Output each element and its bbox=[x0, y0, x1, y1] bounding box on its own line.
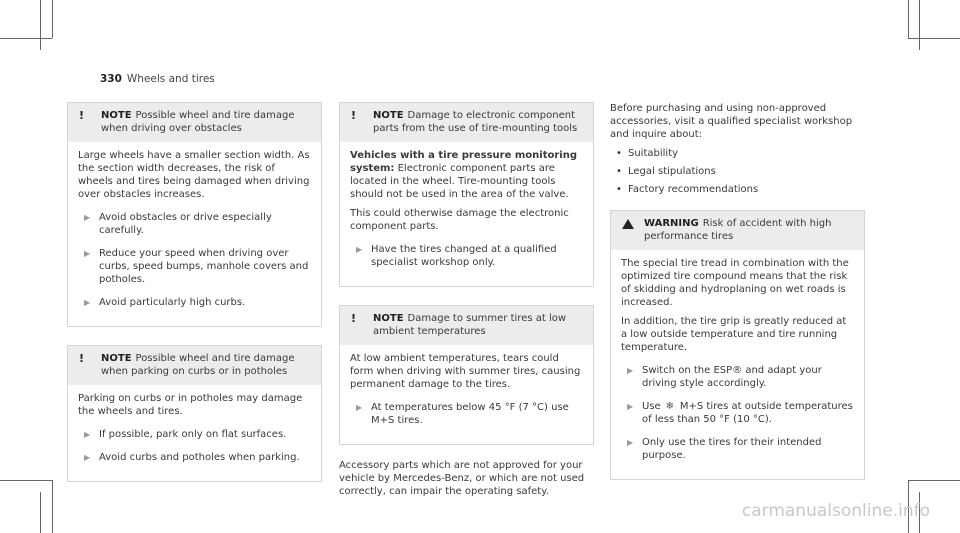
note-text-part: Electronic component parts are located i… bbox=[350, 163, 569, 200]
crop-mark bbox=[919, 0, 920, 50]
warning-text: In addition, the tire grip is greatly re… bbox=[621, 316, 847, 353]
snowflake-mountain-icon: ❄ bbox=[665, 401, 675, 412]
crop-mark bbox=[0, 38, 52, 39]
warning-icon bbox=[622, 218, 640, 231]
note-text: Parking on curbs or in potholes may dama… bbox=[78, 393, 303, 417]
watermark: carmanualsonline.info bbox=[741, 501, 930, 521]
note-text: Large wheels have a smaller section widt… bbox=[78, 150, 310, 200]
crop-mark bbox=[52, 0, 53, 38]
note-tag: NOTE bbox=[101, 353, 132, 364]
note-body: At low ambient temperatures, tears could… bbox=[340, 345, 593, 444]
note-body: Vehicles with a tire pressure monitoring… bbox=[340, 142, 593, 286]
notice-icon: ! bbox=[79, 352, 85, 365]
note-body: Large wheels have a smaller section widt… bbox=[68, 142, 321, 326]
note-text: At low ambient temperatures, tears could… bbox=[350, 353, 581, 390]
step-item: Avoid particularly high curbs. bbox=[80, 296, 311, 309]
warning-tag: WARNING bbox=[644, 218, 699, 229]
step-item: At temperatures below 45 °F (7 °C) use M… bbox=[352, 401, 583, 427]
notice-icon: ! bbox=[79, 109, 85, 122]
crop-mark bbox=[40, 492, 41, 533]
note-body: Parking on curbs or in potholes may dama… bbox=[68, 385, 321, 481]
warning-body: The special tire tread in combination wi… bbox=[611, 250, 864, 479]
list-item: Factory recommendations bbox=[610, 183, 865, 196]
bullet-list: Suitability Legal stipulations Factory r… bbox=[610, 147, 865, 196]
note-bold-title: Vehicles with a tire pressure monitoring… bbox=[350, 150, 577, 174]
step-prefix: Use bbox=[642, 401, 661, 412]
list-item: Legal stipulations bbox=[610, 165, 865, 178]
note-text: This could otherwise damage the electron… bbox=[350, 208, 569, 232]
notice-icon: ! bbox=[351, 109, 357, 122]
warning-text: The special tire tread in combination wi… bbox=[621, 258, 849, 308]
crop-mark bbox=[52, 480, 53, 533]
crop-mark bbox=[908, 480, 909, 533]
crop-mark bbox=[40, 0, 41, 50]
step-item: Only use the tires for their intended pu… bbox=[623, 436, 854, 462]
page-header: 330 Wheels and tires bbox=[100, 73, 215, 85]
crop-mark bbox=[908, 0, 909, 38]
crop-mark bbox=[908, 480, 960, 481]
step-item: Switch on the ESP® and adapt your drivin… bbox=[623, 364, 854, 390]
note-tag: NOTE bbox=[373, 110, 404, 121]
note-text: Vehicles with a tire pressure monitoring… bbox=[350, 149, 583, 201]
step-item: Use ❄M+S tires at outside temperatures o… bbox=[623, 400, 854, 426]
step-item: Avoid curbs and potholes when parking. bbox=[80, 451, 311, 464]
crop-mark bbox=[0, 480, 52, 481]
column-3: Before purchasing and using non-approved… bbox=[610, 102, 865, 480]
note-tag: NOTE bbox=[373, 313, 404, 324]
step-rest: M+S tires at outside temperatures of les… bbox=[642, 401, 853, 425]
step-item: If possible, park only on flat surfaces. bbox=[80, 428, 311, 441]
step-item: Reduce your speed when driving over curb… bbox=[80, 247, 311, 286]
intro-paragraph: Before purchasing and using non-approved… bbox=[610, 103, 853, 140]
note-heading: Damage to summer tires at low ambient te… bbox=[373, 313, 567, 337]
section-title: Wheels and tires bbox=[126, 73, 215, 85]
warning-heading: Risk of accident with high performance t… bbox=[644, 218, 832, 242]
list-item: Suitability bbox=[610, 147, 865, 160]
note-tag: NOTE bbox=[101, 110, 132, 121]
note-heading: Damage to electronic component parts fro… bbox=[373, 110, 578, 134]
crop-mark bbox=[919, 492, 920, 533]
step-item: Have the tires changed at a qualified sp… bbox=[352, 243, 583, 269]
page-number: 330 bbox=[100, 73, 122, 85]
note-heading: Possible wheel and tire damage when park… bbox=[101, 353, 295, 377]
notice-icon: ! bbox=[351, 312, 357, 325]
note-heading: Possible wheel and tire damage when driv… bbox=[101, 110, 295, 134]
step-item: Avoid obstacles or drive especially care… bbox=[80, 211, 311, 237]
crop-mark bbox=[908, 38, 960, 39]
paragraph: Accessory parts which are not approved f… bbox=[339, 460, 585, 497]
